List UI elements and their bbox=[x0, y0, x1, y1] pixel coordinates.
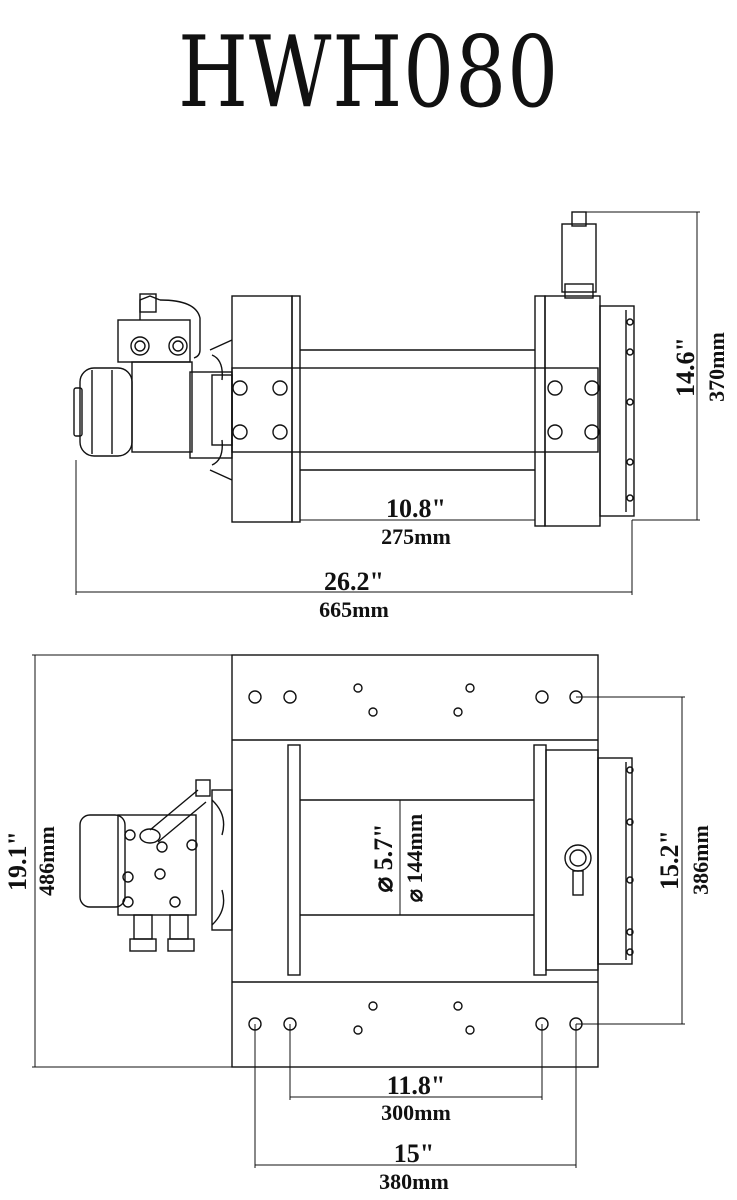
top-valve-block bbox=[117, 814, 197, 916]
overall-length-mm: 665mm bbox=[319, 597, 389, 622]
drum-length-mm: 275mm bbox=[381, 524, 451, 549]
drum-dia-mm: ⌀ 144mm bbox=[402, 814, 427, 902]
left-flange bbox=[231, 295, 293, 523]
mount-width-in: 15.2" bbox=[655, 830, 684, 890]
mount-width-mm: 386mm bbox=[688, 825, 713, 895]
motor-body bbox=[79, 367, 133, 457]
bolt-inner-mm: 300mm bbox=[381, 1100, 451, 1125]
top-view bbox=[79, 654, 634, 1068]
top-motor bbox=[79, 814, 126, 908]
height-in: 14.6" bbox=[671, 337, 700, 397]
bolt-outer-mm: 380mm bbox=[379, 1169, 449, 1194]
height-mm: 370mm bbox=[704, 332, 729, 402]
overall-length-in: 26.2" bbox=[324, 567, 384, 596]
bolt-outer-in: 15" bbox=[394, 1139, 434, 1168]
overall-width-in: 19.1" bbox=[3, 831, 32, 891]
top-sensor bbox=[561, 223, 597, 293]
right-flange bbox=[544, 295, 601, 527]
drum-sensor bbox=[564, 844, 592, 872]
side-dimensions bbox=[75, 211, 700, 595]
drum-length-in: 10.8" bbox=[386, 494, 446, 523]
tie-bar bbox=[231, 367, 599, 453]
drum-dia-in: ⌀ 5.7" bbox=[369, 823, 398, 892]
top-dimensions bbox=[32, 654, 685, 1168]
overall-width-mm: 486mm bbox=[34, 826, 59, 896]
model-title: HWH080 bbox=[177, 16, 560, 130]
side-view bbox=[73, 211, 635, 527]
bolt-inner-in: 11.8" bbox=[387, 1071, 446, 1100]
